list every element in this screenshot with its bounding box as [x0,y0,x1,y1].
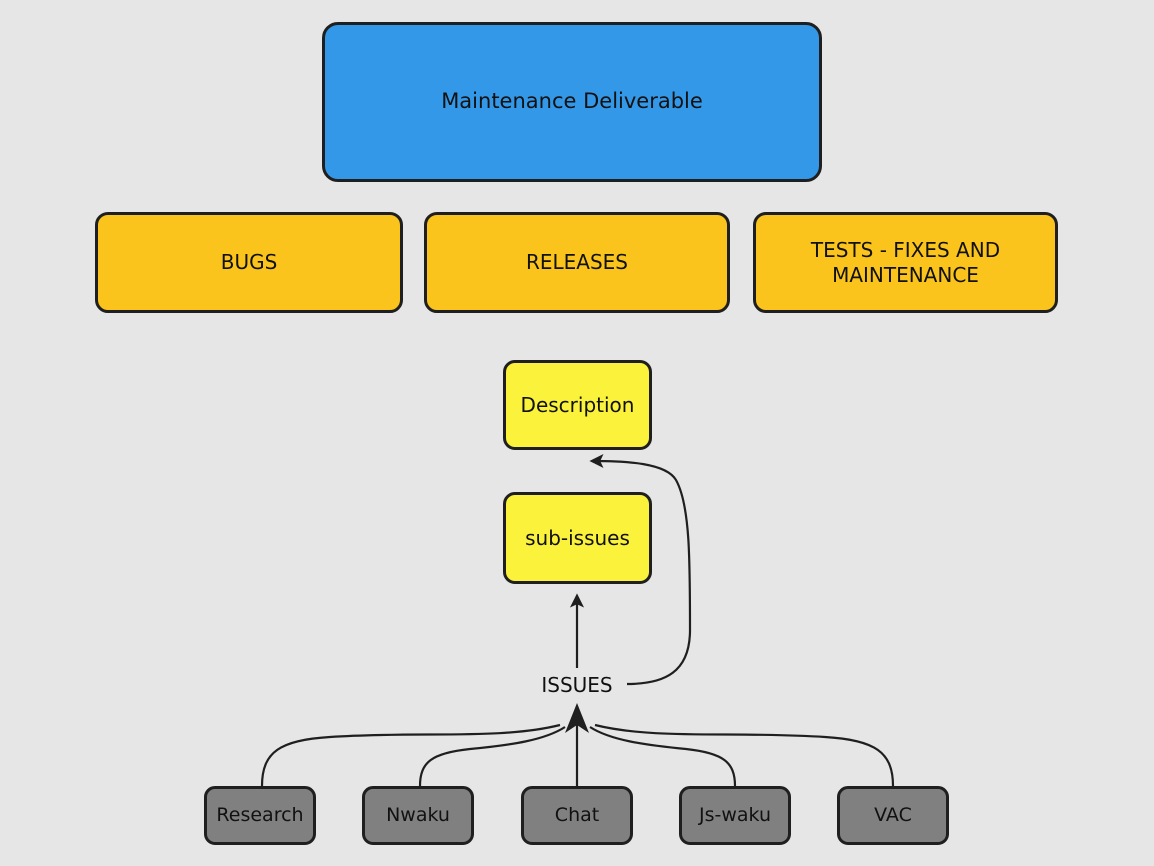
node-phase-bugs[interactable]: BUGS [95,212,403,313]
node-source-nwaku[interactable]: Nwaku [362,786,474,845]
edge-jswaku-to-issues [589,726,737,787]
node-source-vac[interactable]: VAC [837,786,949,845]
node-source-chat[interactable]: Chat [521,786,633,845]
node-description[interactable]: Description [503,360,652,450]
node-phase-tests-text: TESTS - FIXES AND MAINTENANCE [811,238,1000,287]
node-source-research[interactable]: Research [204,786,316,845]
node-maintenance-deliverable[interactable]: Maintenance Deliverable [322,22,822,182]
node-source-js-waku[interactable]: Js-waku [679,786,791,845]
issues-arrowhead [565,703,589,733]
node-phase-tests-fixes-and-maintenance[interactable]: TESTS - FIXES AND MAINTENANCE [753,212,1058,313]
node-phase-releases[interactable]: RELEASES [424,212,730,313]
edge-label-issues: ISSUES [529,670,625,700]
node-sub-issues[interactable]: sub-issues [503,492,652,584]
node-phase-tests-line2: MAINTENANCE [832,262,979,287]
edge-nwaku-to-issues [418,726,566,787]
edge-research-to-issues [260,723,561,787]
edge-vac-to-issues [594,723,895,787]
node-phase-tests-line1: TESTS - FIXES AND [810,238,1001,263]
